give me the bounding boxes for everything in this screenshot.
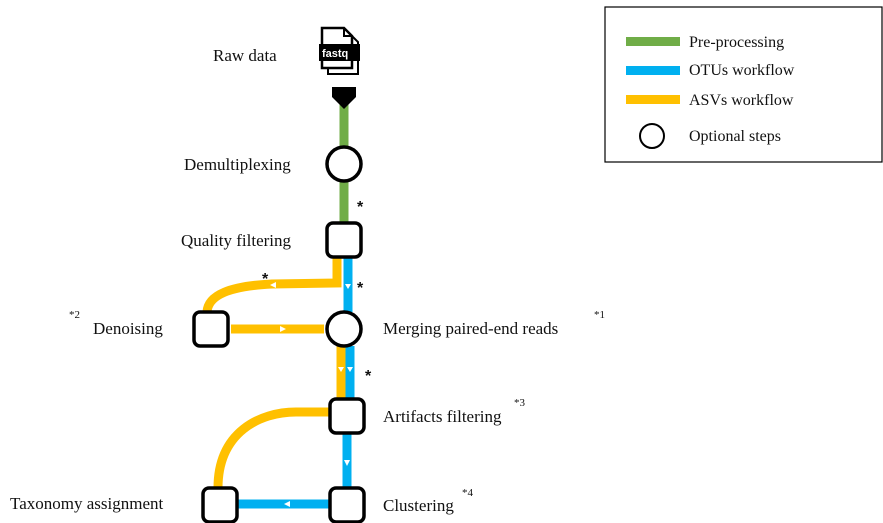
legend-label-otus: OTUs workflow: [689, 62, 795, 79]
star-marker-asv-branch: *: [262, 271, 269, 288]
direction-arrows: [270, 282, 353, 507]
legend-label-optional: Optional steps: [689, 128, 781, 145]
star-marker-otu-branch: *: [357, 280, 364, 297]
quality-filtering-label: Quality filtering: [181, 231, 292, 250]
denoising-note: *2: [69, 309, 80, 321]
merging-label: Merging paired-end reads: [383, 319, 558, 338]
arrow-left-asvs-1: [270, 282, 276, 288]
raw-data-pointer: [332, 87, 356, 109]
merging-node: [325, 310, 363, 348]
asvs-line-artifacts-to-taxonomy: [213, 407, 330, 489]
legend: Pre-processing OTUs workflow ASVs workfl…: [604, 6, 883, 163]
nodes: [192, 145, 366, 523]
raw-data-label: Raw data: [213, 46, 277, 65]
fastq-icon-text: fastq: [322, 48, 348, 60]
arrow-down-asvs-3: [338, 367, 344, 372]
star-markers: * * * *: [262, 199, 372, 385]
denoising-label: Denoising: [93, 319, 163, 338]
legend-label-preprocessing: Pre-processing: [689, 34, 784, 51]
clustering-note: *4: [462, 487, 474, 499]
denoising-node: [192, 310, 230, 348]
arrow-down-otus-3: [347, 367, 353, 372]
artifacts-filtering-node: [328, 397, 366, 435]
taxonomy-assignment-node: [201, 486, 239, 523]
legend-swatch-asvs: [626, 95, 680, 104]
step-labels: Raw data Demultiplexing Quality filterin…: [10, 46, 605, 515]
artifacts-filtering-label: Artifacts filtering: [383, 407, 502, 426]
asvs-line-quality-to-denoising: [202, 258, 342, 313]
connectors: [202, 102, 355, 509]
fastq-file-icon: fastq: [319, 26, 360, 75]
merging-note: *1: [594, 309, 605, 321]
legend-swatch-preprocessing: [626, 37, 680, 46]
artifacts-filtering-note: *3: [514, 397, 526, 409]
star-marker-merging: *: [365, 368, 372, 385]
arrow-down-otus-4: [344, 460, 350, 466]
quality-filtering-node: [325, 221, 363, 259]
legend-swatch-otus: [626, 66, 680, 75]
clustering-node: [328, 486, 366, 523]
legend-label-asvs: ASVs workflow: [689, 92, 794, 109]
taxonomy-assignment-label: Taxonomy assignment: [10, 494, 163, 513]
arrow-down-otus-1: [345, 284, 351, 289]
legend-optional-circle-icon: [639, 123, 665, 149]
demultiplexing-node: [325, 145, 363, 183]
clustering-label: Clustering: [383, 496, 454, 515]
star-marker-quality: *: [357, 199, 364, 216]
demultiplexing-label: Demultiplexing: [184, 155, 291, 174]
arrow-left-otus-5: [284, 501, 290, 507]
arrow-right-asvs-2: [280, 326, 286, 332]
